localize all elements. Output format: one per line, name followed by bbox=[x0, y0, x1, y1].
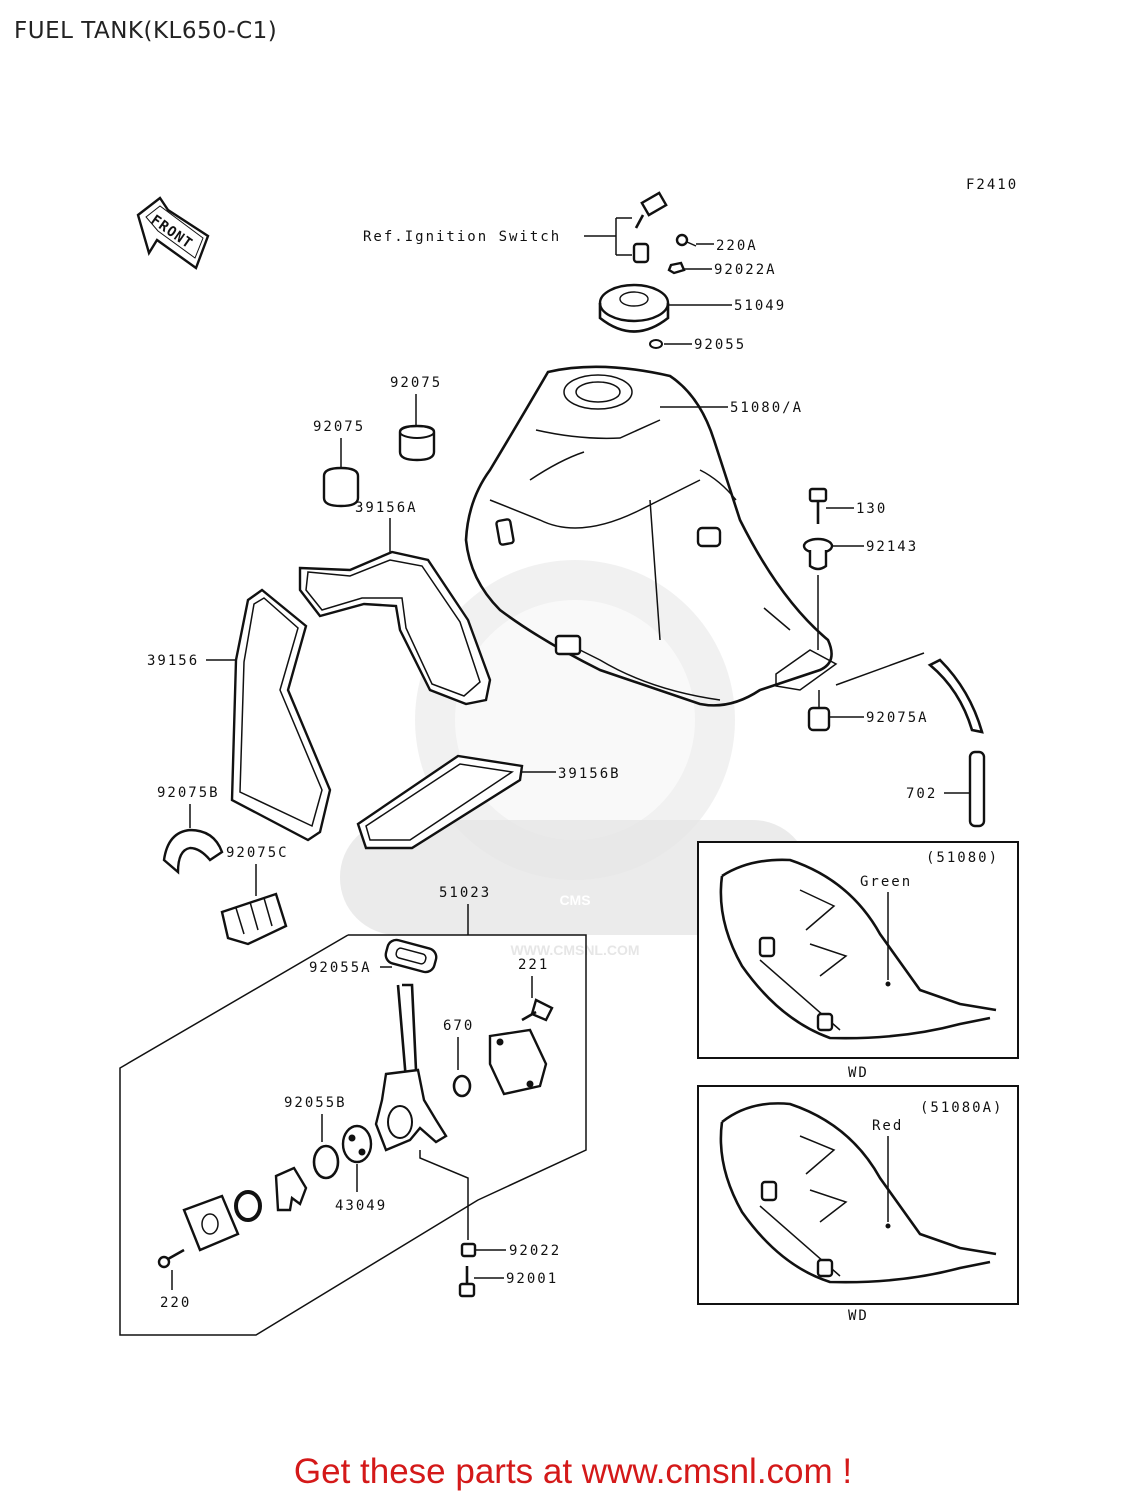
label-39156A: 39156A bbox=[355, 500, 418, 516]
damper-92075C-icon bbox=[220, 892, 288, 946]
inset-2-color: Red bbox=[872, 1118, 903, 1134]
label-51049: 51049 bbox=[734, 298, 786, 314]
oring-670-icon bbox=[452, 1074, 472, 1098]
damper-92075B-icon bbox=[162, 828, 224, 875]
gasket-92055A-icon bbox=[384, 938, 438, 974]
label-702: 702 bbox=[906, 786, 937, 802]
plate-icon bbox=[182, 1194, 240, 1252]
fuel-cap-icon bbox=[598, 283, 670, 333]
grommet-92075A-icon bbox=[807, 706, 831, 732]
fuel-cock-group-frame bbox=[119, 934, 587, 1336]
label-92055: 92055 bbox=[694, 337, 746, 353]
fuel-cock-cover-icon bbox=[488, 1028, 548, 1096]
label-92022A: 92022A bbox=[714, 262, 777, 278]
label-92075A: 92075A bbox=[866, 710, 929, 726]
damper-92075-left-icon bbox=[322, 466, 360, 508]
fuel-tank-icon bbox=[464, 365, 838, 707]
figure-code: F2410 bbox=[966, 177, 1018, 193]
label-39156: 39156 bbox=[147, 653, 199, 669]
inset-1-caption: WD bbox=[848, 1065, 869, 1081]
watermark-url: WWW.CMSNL.COM bbox=[510, 942, 639, 958]
inset-1-part: (51080) bbox=[926, 850, 999, 866]
label-221: 221 bbox=[518, 957, 549, 973]
valve-seal-icon bbox=[274, 1166, 308, 1212]
label-220A: 220A bbox=[716, 238, 758, 254]
hose-702-icon bbox=[927, 658, 986, 828]
seal-39156-icon bbox=[230, 588, 332, 842]
screw-220-icon bbox=[157, 1248, 185, 1269]
key-icon bbox=[632, 191, 668, 264]
label-92143: 92143 bbox=[866, 539, 918, 555]
inset-2-caption: WD bbox=[848, 1308, 869, 1324]
label-39156B: 39156B bbox=[558, 766, 621, 782]
seal-39156A-icon bbox=[298, 550, 492, 706]
nut-92022-icon bbox=[460, 1242, 477, 1258]
label-92075-left: 92075 bbox=[313, 419, 365, 435]
label-92055B: 92055B bbox=[284, 1095, 347, 1111]
label-92075B: 92075B bbox=[157, 785, 220, 801]
inset-51080: (51080) Green WD bbox=[697, 841, 1019, 1081]
ref-ignition-switch-label: Ref.Ignition Switch bbox=[363, 229, 561, 245]
collar-92143-icon bbox=[802, 537, 834, 571]
label-43049: 43049 bbox=[335, 1198, 387, 1214]
fuel-cock-body-icon bbox=[374, 983, 448, 1152]
inset-2-part: (51080A) bbox=[920, 1100, 1003, 1116]
watermark-brand: CMS bbox=[559, 892, 590, 908]
label-670: 670 bbox=[443, 1018, 474, 1034]
inset-51080A: (51080A) Red WD bbox=[697, 1085, 1019, 1324]
lever-43049-icon bbox=[341, 1124, 373, 1164]
bolt-92001-icon bbox=[458, 1266, 476, 1298]
oring-92055B-icon bbox=[312, 1144, 340, 1180]
label-51023: 51023 bbox=[439, 885, 491, 901]
label-92001: 92001 bbox=[506, 1271, 558, 1287]
label-130: 130 bbox=[856, 501, 887, 517]
seal-39156B-icon bbox=[356, 754, 524, 850]
watermark: CMS WWW.CMSNL.COM bbox=[340, 560, 810, 958]
label-92055A: 92055A bbox=[309, 960, 372, 976]
inset-1-color: Green bbox=[860, 874, 912, 890]
oring-92055-icon bbox=[649, 339, 663, 349]
label-51080A: 51080/A bbox=[730, 400, 803, 416]
label-92022: 92022 bbox=[509, 1243, 561, 1259]
label-92075-top: 92075 bbox=[390, 375, 442, 391]
footer-banner[interactable]: Get these parts at www.cmsnl.com ! bbox=[293, 1452, 853, 1491]
screw-220A-icon bbox=[675, 233, 697, 247]
label-92075C: 92075C bbox=[226, 845, 289, 861]
screw-221-icon bbox=[521, 998, 554, 1022]
nut-92022A-icon bbox=[667, 261, 686, 275]
front-arrow-icon: FRONT bbox=[136, 196, 210, 270]
bolt-130-icon bbox=[808, 487, 828, 524]
damper-92075-top-icon bbox=[398, 424, 436, 462]
page-title: FUEL TANK(KL650-C1) bbox=[14, 18, 278, 44]
label-220: 220 bbox=[160, 1295, 191, 1311]
washer-icon bbox=[234, 1190, 262, 1222]
